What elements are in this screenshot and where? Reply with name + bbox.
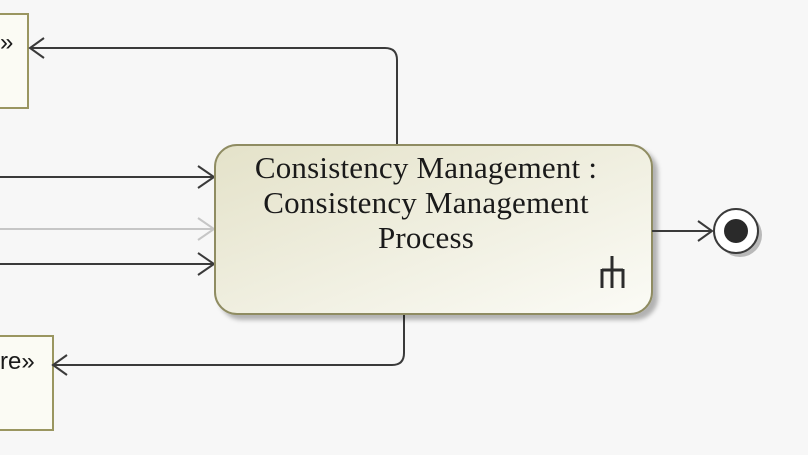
arrowhead-top-left: [28, 37, 45, 59]
arrowhead-final: [697, 220, 714, 242]
action-name-line-1: Consistency Management :: [254, 150, 598, 185]
edge-to-top-left-node[interactable]: [30, 47, 398, 146]
bottom-left-node-label: re»: [0, 348, 35, 375]
action-name-line-2: Consistency Management: [263, 185, 589, 220]
call-behavior-rake-icon: [600, 256, 625, 288]
action-name: Consistency Management : Consistency Man…: [218, 150, 634, 255]
top-left-node-label: »: [0, 29, 14, 56]
activity-final-icon[interactable]: [713, 208, 762, 257]
bottom-left-object-node[interactable]: [0, 335, 54, 431]
arrowhead-bottom-left: [51, 354, 68, 376]
top-left-object-node[interactable]: [0, 13, 29, 109]
action-node-consistency-management[interactable]: [214, 144, 653, 315]
action-name-line-3: Process: [377, 220, 475, 255]
edge-to-bottom-left-node[interactable]: [53, 315, 405, 366]
